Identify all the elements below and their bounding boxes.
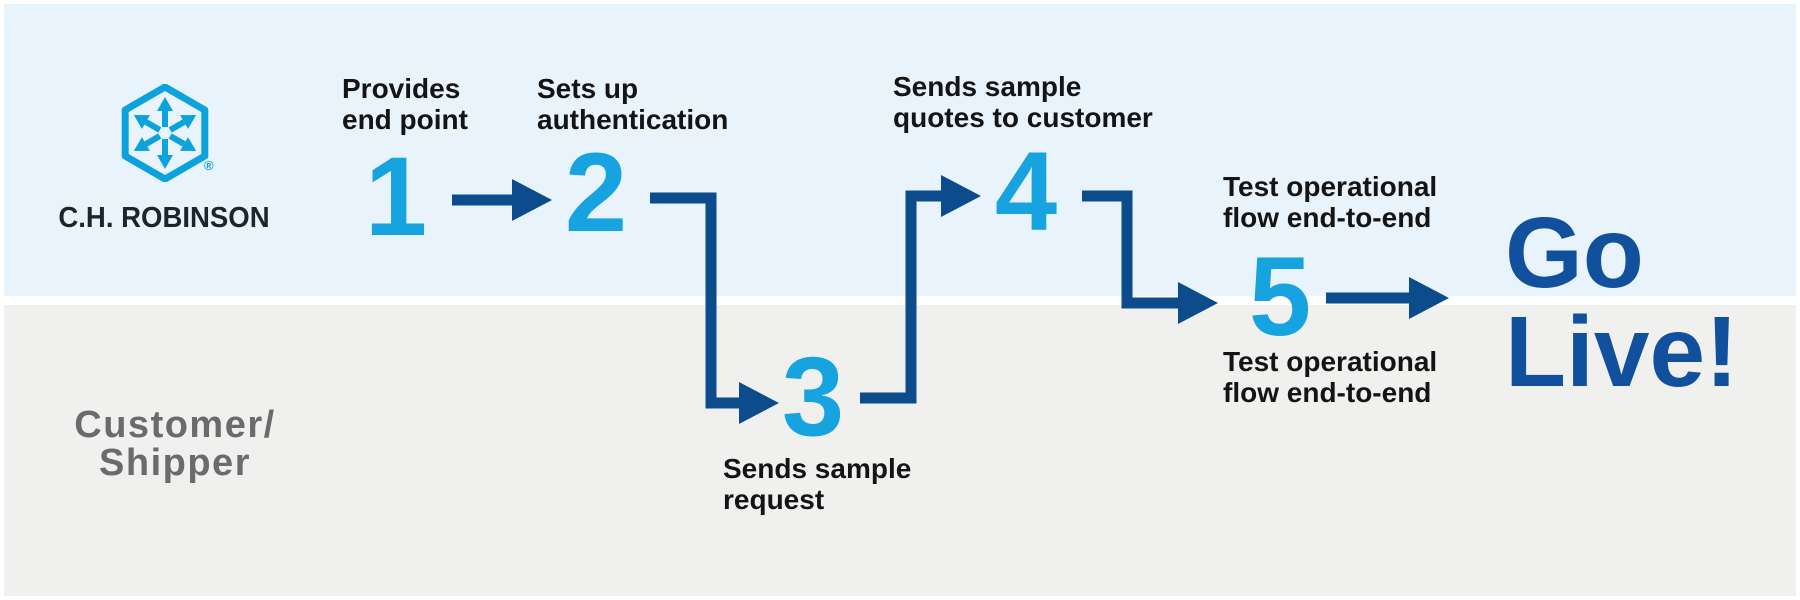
step-3-label: Sends sample request	[723, 453, 912, 516]
customer-lane	[4, 305, 1796, 596]
hexagon-arrows-logo-icon	[121, 84, 209, 182]
step-3-number: 3	[781, 334, 845, 459]
arrow-step5-to-golive-icon	[1326, 277, 1449, 319]
step-5-label-above: Test operational flow end-to-end	[1223, 171, 1438, 234]
go-live-text: Go Live!	[1505, 197, 1739, 408]
step-2-number: 2	[564, 130, 628, 255]
arrow-step2-to-step3-icon	[650, 192, 779, 424]
registered-trademark-symbol: ®	[204, 158, 214, 173]
step-1-number: 1	[364, 134, 428, 259]
arrow-step4-to-step5-icon	[1082, 190, 1218, 324]
step-1-label: Provides end point	[342, 73, 468, 136]
step-4-label: Sends sample quotes to customer	[893, 71, 1153, 134]
step-4-number: 4	[994, 129, 1058, 254]
arrow-step1-to-step2-icon	[452, 179, 552, 221]
chrobinson-lane	[4, 4, 1796, 296]
step-5-number: 5	[1248, 234, 1312, 359]
brand-wordmark: C.H. ROBINSON	[58, 202, 270, 234]
arrow-step3-to-step4-icon	[860, 175, 981, 404]
step-5-label-below: Test operational flow end-to-end	[1223, 346, 1438, 409]
step-2-label: Sets up authentication	[537, 73, 729, 136]
customer-shipper-label: Customer/ Shipper	[74, 404, 276, 484]
